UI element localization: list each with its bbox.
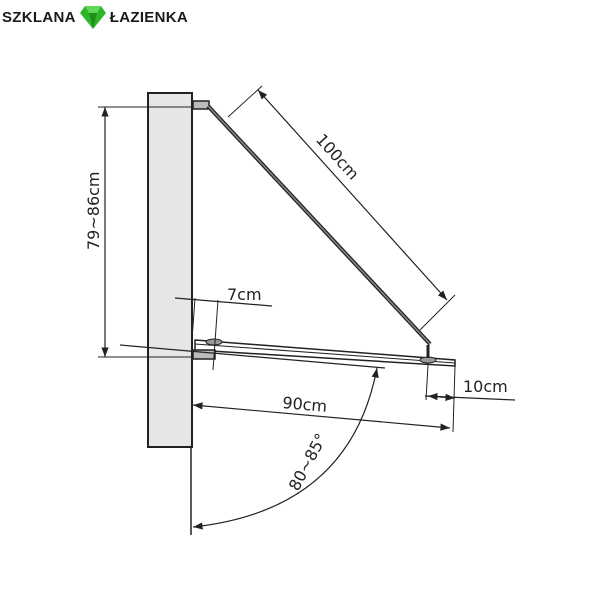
angle-label: 80~85° bbox=[285, 430, 331, 494]
top-wall-bracket bbox=[192, 100, 210, 110]
height-label: 79~86cm bbox=[84, 171, 103, 250]
glass-clamp-inner bbox=[205, 338, 223, 346]
overhang-label: 10cm bbox=[463, 377, 508, 396]
angle-arc bbox=[192, 367, 379, 530]
brand-logo: SZKLANA ŁAZIENKA bbox=[2, 2, 188, 32]
brace-length-label: 100cm bbox=[312, 130, 363, 184]
logo-text-right: ŁAZIENKA bbox=[109, 8, 188, 26]
logo-text-left: SZKLANA bbox=[2, 8, 76, 26]
wall bbox=[147, 92, 193, 448]
bottom-wall-bracket bbox=[192, 349, 216, 360]
depth-label: 90cm bbox=[282, 393, 328, 416]
emerald-gem-icon bbox=[79, 6, 106, 29]
bracket-offset-label: 7cm bbox=[227, 285, 262, 304]
